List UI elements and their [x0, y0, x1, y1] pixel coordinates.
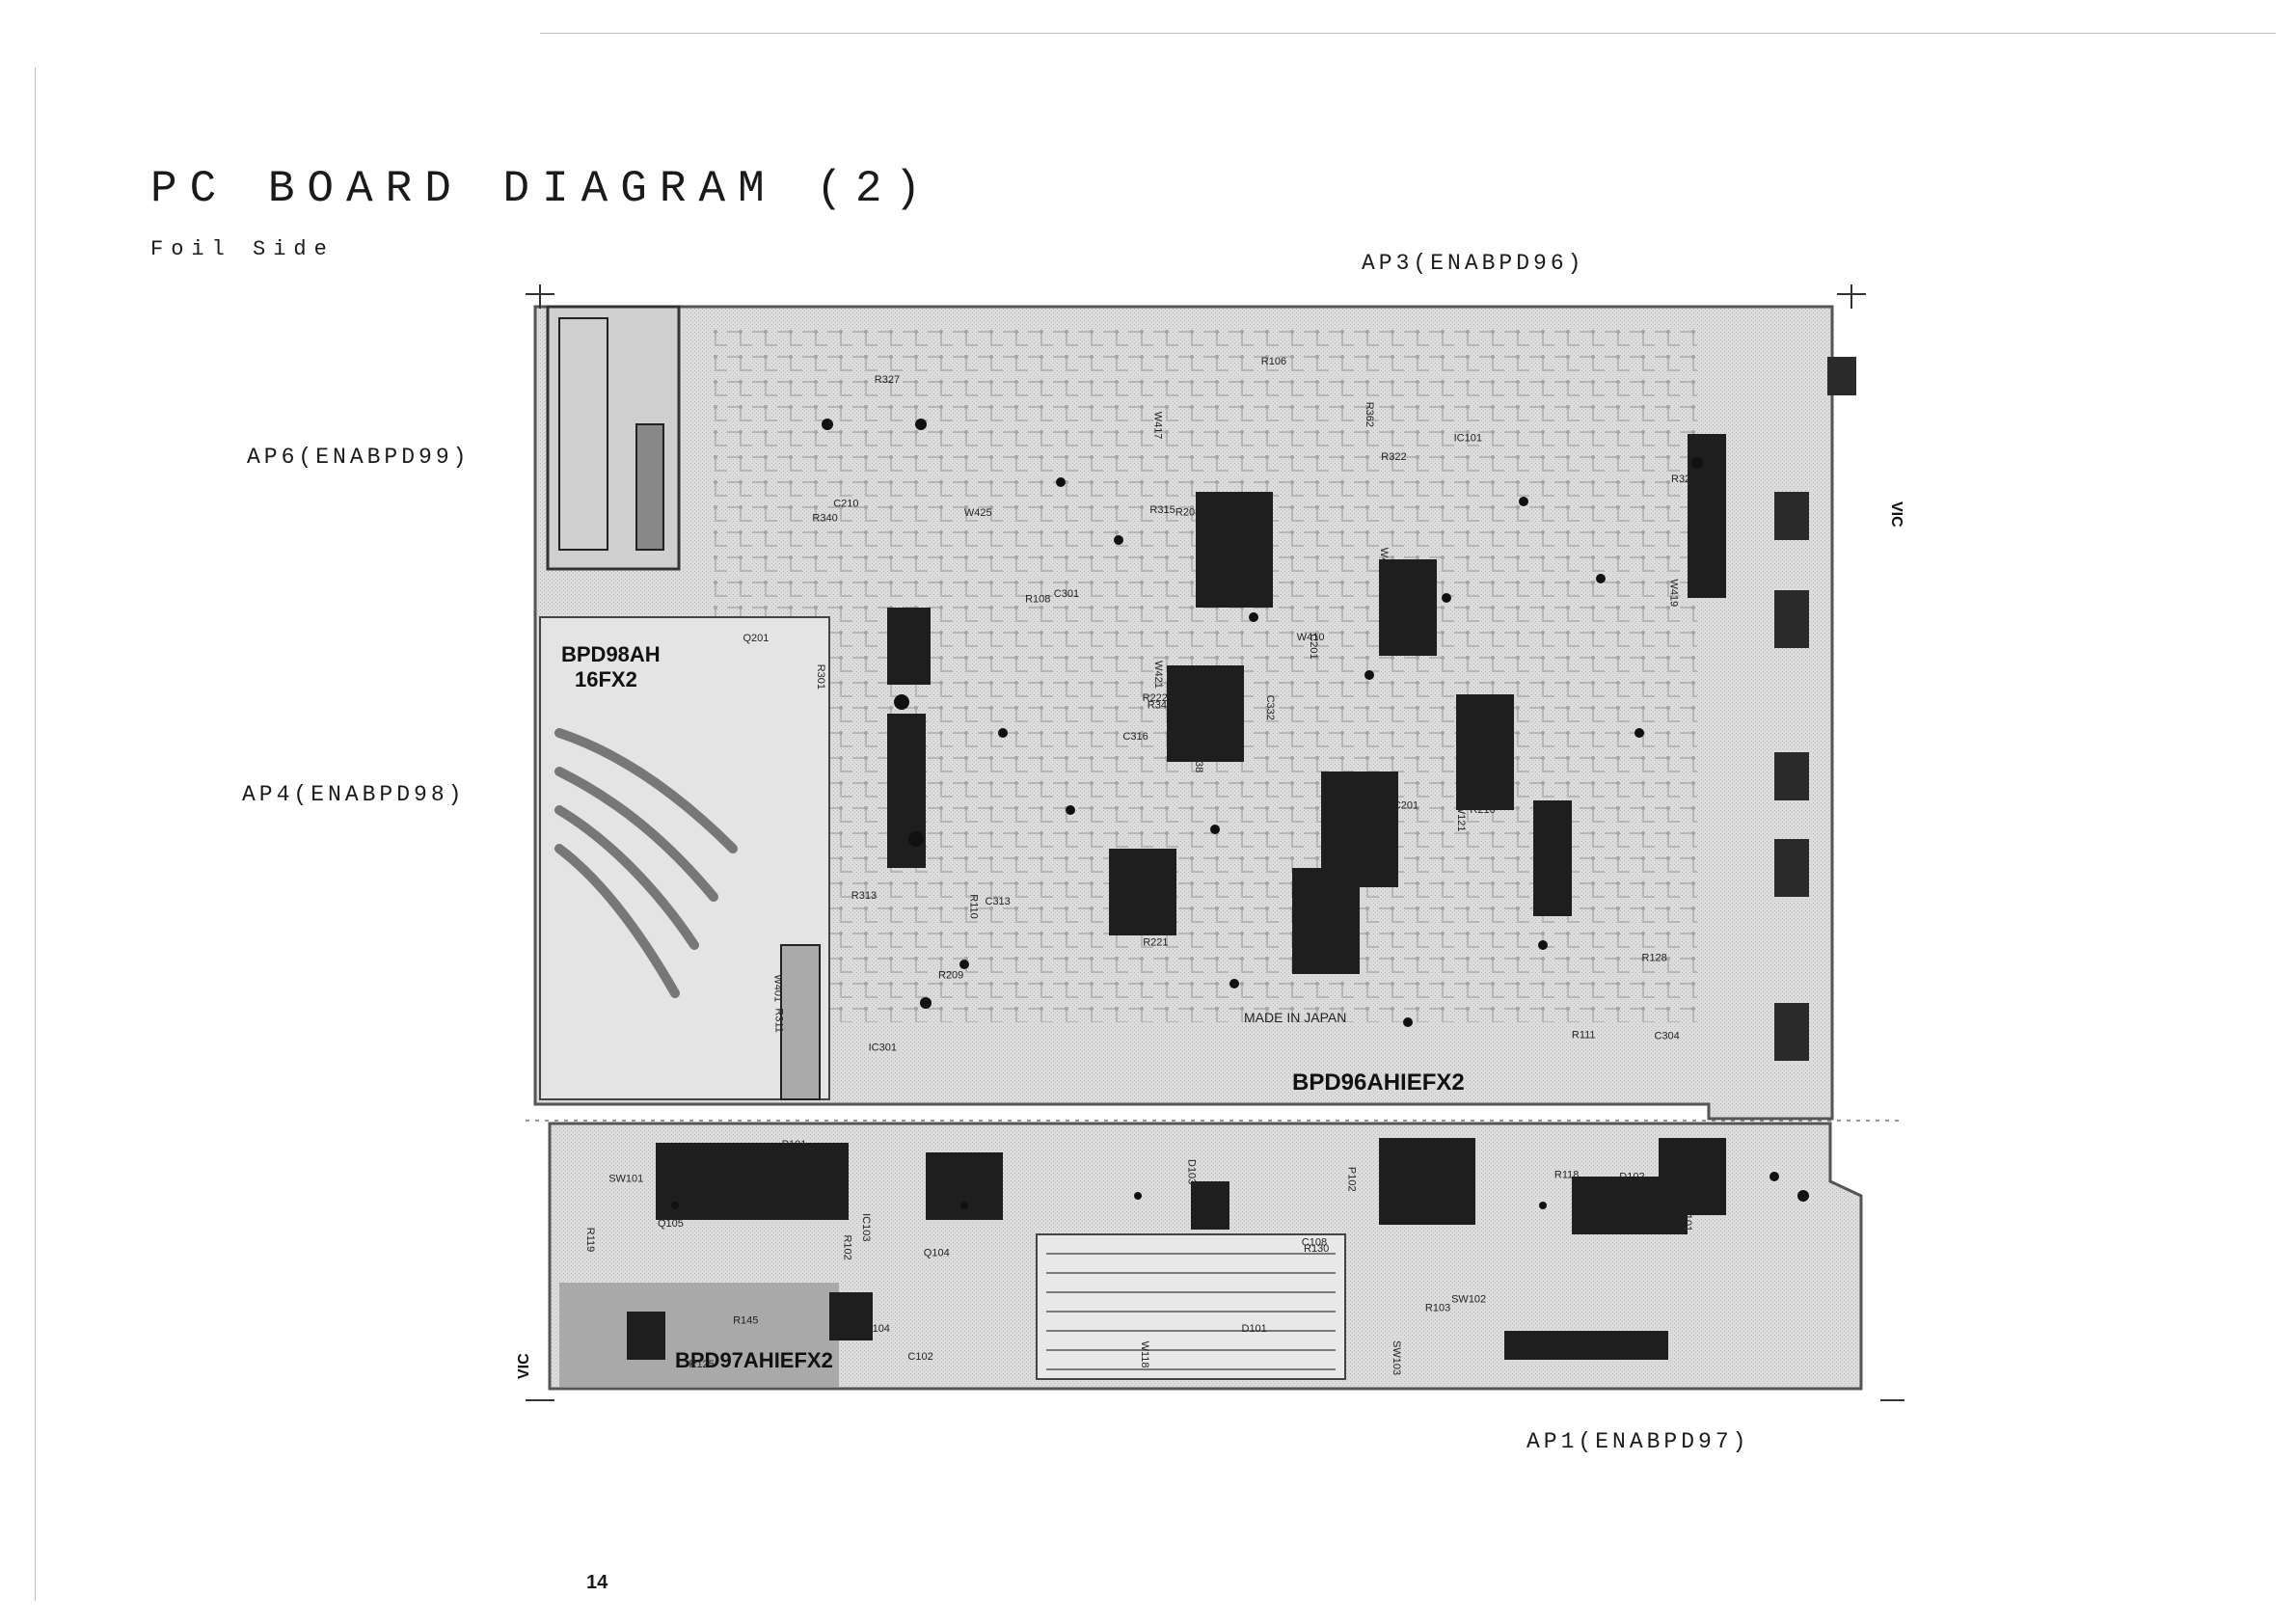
page-number: 14 — [586, 1572, 608, 1593]
component-label: R327 — [875, 374, 900, 386]
component-label: C313 — [986, 896, 1011, 907]
component-label: W118 — [1139, 1341, 1150, 1368]
component-label: R130 — [1304, 1243, 1329, 1255]
bpd96-mark: BPD96AHIEFX2 — [1292, 1069, 1465, 1096]
component-label: R118 — [1554, 1169, 1579, 1180]
component-label: Q104 — [924, 1247, 950, 1259]
component-label: W401 — [771, 974, 783, 1002]
component-label: IC301 — [869, 1042, 897, 1053]
component-label: R111 — [1572, 1030, 1596, 1042]
component-label: R316 — [1251, 583, 1262, 609]
bpd98-mark: BPD98AH — [561, 642, 661, 666]
component-label: R341 — [1148, 700, 1173, 712]
component-label: D102 — [1619, 1172, 1644, 1183]
component-label: R313 — [851, 890, 877, 902]
component-label: C210 — [833, 499, 858, 510]
component-label: W410 — [1297, 632, 1325, 643]
page-title: PC BOARD DIAGRAM (2) — [150, 164, 934, 214]
component-label: R301 — [815, 664, 826, 690]
component-label: R222 — [1143, 692, 1168, 704]
component-label: W421 — [1152, 661, 1164, 689]
component-label: W121 — [1455, 804, 1467, 832]
component-label: R106 — [1261, 356, 1286, 367]
component-label: SW103 — [1391, 1340, 1402, 1375]
top-margin-line — [540, 33, 2276, 34]
component-label: IC101 — [1454, 433, 1482, 445]
vic-mark-bottom: VIC — [516, 1353, 532, 1379]
component-label: W414 — [1378, 548, 1390, 576]
component-label: R311 — [772, 1008, 784, 1032]
component-label: R221 — [1143, 936, 1168, 948]
component-label: R103 — [1425, 1303, 1450, 1314]
component-label: R360 — [1204, 506, 1229, 518]
component-label: R208 — [1175, 507, 1201, 519]
component-label: C304 — [1655, 1031, 1680, 1042]
component-label: C201 — [1308, 634, 1319, 659]
component-label: P102 — [1346, 1167, 1358, 1192]
component-label: IC201 — [1391, 800, 1418, 812]
component-label: Q201 — [743, 633, 770, 644]
ap3-label: AP3(ENABPD96) — [1362, 251, 1585, 276]
component-label: W108 — [787, 1148, 815, 1159]
vic-mark-right: VIC — [1888, 501, 1904, 528]
ap4-label: AP4(ENABPD98) — [242, 782, 466, 807]
component-label: SW102 — [1451, 1294, 1486, 1306]
component-label: R338 — [1193, 747, 1204, 772]
component-label: R362 — [1364, 402, 1375, 427]
bpd98-sub-mark: 16FX2 — [575, 667, 637, 691]
page-subtitle: Foil Side — [150, 237, 335, 261]
component-label: C108 — [1302, 1237, 1327, 1249]
component-label: R209 — [938, 969, 963, 981]
component-label: W120 — [677, 1152, 689, 1180]
component-label: C301 — [1054, 588, 1079, 600]
component-label: C102 — [907, 1351, 932, 1363]
component-label: W425 — [964, 507, 992, 519]
ap1-label: AP1(ENABPD97) — [1526, 1429, 1750, 1454]
component-label: R110 — [968, 894, 980, 918]
component-label: R340 — [812, 513, 837, 525]
component-label: SW101 — [608, 1174, 643, 1185]
component-label: R119 — [584, 1228, 596, 1252]
component-label: P101 — [782, 1139, 807, 1150]
left-margin-line — [35, 68, 36, 1601]
component-label: W419 — [1668, 580, 1680, 608]
component-label: R101 — [1682, 1206, 1693, 1232]
component-label: C316 — [1122, 731, 1148, 743]
component-label: R315 — [1149, 504, 1175, 516]
component-label: C332 — [1264, 695, 1276, 720]
component-label: R145 — [733, 1314, 758, 1326]
component-label: R210 — [1470, 804, 1495, 816]
component-label: R323 — [1671, 474, 1696, 485]
component-label: Q105 — [658, 1218, 684, 1230]
component-label: R102 — [841, 1235, 852, 1260]
component-label: R125 — [689, 1359, 715, 1370]
component-label: R128 — [1642, 953, 1667, 964]
component-label: R108 — [1025, 594, 1050, 606]
component-label: R322 — [1381, 451, 1406, 463]
component-label: W417 — [1151, 412, 1163, 440]
ap6-label: AP6(ENABPD99) — [247, 445, 471, 470]
made-in-mark: MADE IN JAPAN — [1244, 1010, 1346, 1025]
component-label: IC103 — [860, 1213, 872, 1241]
component-label: D103 — [1185, 1159, 1197, 1184]
bpd97-mark: BPD97AHIEFX2 — [675, 1348, 833, 1372]
component-label: D101 — [1242, 1323, 1267, 1335]
component-label: W104 — [862, 1323, 890, 1335]
